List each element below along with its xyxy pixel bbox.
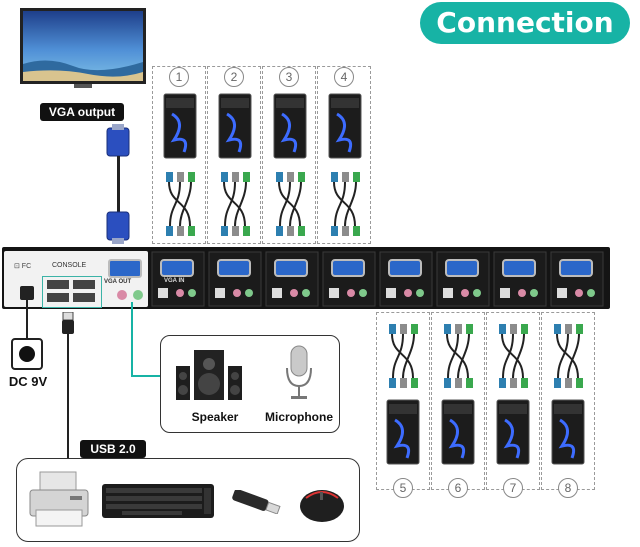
printer-icon (26, 470, 92, 530)
usb-console-ports (42, 276, 102, 308)
vga-output-label: VGA output (40, 103, 124, 121)
power-label: DC 9V (8, 374, 48, 389)
audio-connector-line (131, 302, 133, 376)
microphone-label: Microphone (265, 410, 333, 424)
kvm-cable-icon (160, 170, 200, 238)
pc-tower-icon (215, 92, 255, 162)
audio-connector-line (131, 375, 161, 377)
vga-out-port (108, 259, 142, 278)
computer-number-7: 7 (503, 478, 523, 498)
computer-number-5: 5 (393, 478, 413, 498)
pc-tower-icon (493, 398, 533, 468)
computer-slot-2 (207, 66, 261, 244)
pc-tower-icon (160, 92, 200, 162)
computer-slot-1 (152, 66, 206, 244)
monitor-icon (18, 6, 148, 90)
computer-number-2: 2 (224, 67, 244, 87)
computer-slot-4 (317, 66, 371, 244)
power-jack-icon (11, 338, 43, 370)
usb-label: USB 2.0 (80, 440, 146, 458)
mouse-icon (298, 486, 346, 526)
power-line (26, 300, 28, 338)
vga-cable-icon (98, 124, 138, 244)
kvm-cable-icon (325, 170, 365, 238)
kvm-cable-icon (215, 170, 255, 238)
fcc-logo: ⊡ FC (14, 263, 32, 270)
kvm-cable-icon (438, 322, 478, 390)
usb-cable-line (67, 340, 69, 458)
audio-jacks (114, 288, 148, 302)
speaker-icon (176, 344, 246, 404)
pc-tower-icon (325, 92, 365, 162)
kvm-vga-out-label: VGA OUT (104, 279, 132, 285)
computer-slot-3 (262, 66, 316, 244)
kvm-port-blocks (150, 250, 605, 308)
kvm-cable-icon (493, 322, 533, 390)
pc-tower-icon (438, 398, 478, 468)
kvm-vga-in-label: VGA IN (164, 278, 185, 284)
microphone-icon (284, 344, 314, 404)
pc-tower-icon (548, 398, 588, 468)
computer-number-4: 4 (334, 67, 354, 87)
computer-number-6: 6 (448, 478, 468, 498)
speaker-label: Speaker (191, 410, 239, 424)
pc-tower-icon (383, 398, 423, 468)
keyboard-icon (102, 484, 214, 518)
connection-title-badge: Connection (420, 2, 630, 44)
kvm-cable-icon (383, 322, 423, 390)
kvm-console-label: CONSOLE (52, 262, 87, 269)
computer-number-3: 3 (279, 67, 299, 87)
pc-tower-icon (270, 92, 310, 162)
kvm-cable-icon (270, 170, 310, 238)
dc-power-port (20, 286, 34, 300)
usb-flash-drive-icon (226, 488, 286, 515)
usb-plug-icon (60, 311, 76, 340)
kvm-cable-icon (548, 322, 588, 390)
computer-number-1: 1 (169, 67, 189, 87)
computer-number-8: 8 (558, 478, 578, 498)
